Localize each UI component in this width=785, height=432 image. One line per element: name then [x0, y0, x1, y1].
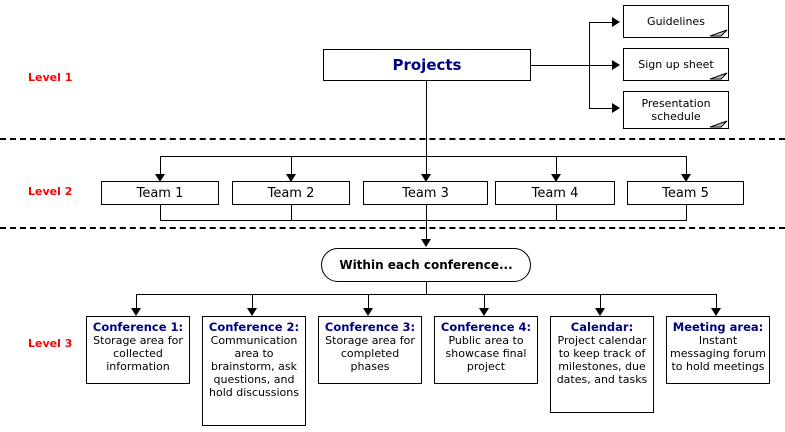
node-conference-4-desc: Public area to showcase final project	[445, 334, 527, 373]
connector-conferences-bus	[136, 294, 716, 295]
node-team-4[interactable]: Team 4	[495, 181, 615, 205]
document-guidelines-label: Guidelines	[647, 15, 705, 28]
node-team-1[interactable]: Team 1	[101, 181, 219, 205]
node-conference-4-title: Conference 4:	[440, 320, 532, 334]
node-team-2-label: Team 2	[267, 185, 315, 201]
document-guidelines-body: Guidelines	[623, 5, 729, 38]
separator-level1-level2	[0, 138, 785, 140]
arrow-conference-2	[247, 308, 257, 316]
arrow-meeting-area	[711, 308, 721, 316]
connector-drop-conference-4	[484, 294, 485, 310]
node-document-guidelines[interactable]: Guidelines	[623, 5, 729, 38]
node-within-each-conference-label: Within each conference...	[339, 258, 513, 272]
connector-drop-team-4	[556, 156, 557, 176]
connector-root-to-docs-trunk	[531, 65, 589, 66]
connector-to-guidelines	[589, 22, 613, 23]
connector-note-drop	[426, 282, 427, 295]
connector-drop-conference-3	[368, 294, 369, 310]
connector-teams-bus	[160, 156, 686, 157]
node-conference-2[interactable]: Conference 2: Communication area to brai…	[202, 316, 306, 426]
node-team-3[interactable]: Team 3	[363, 181, 488, 205]
arrow-to-signup	[612, 60, 620, 70]
node-calendar-title: Calendar:	[570, 320, 634, 334]
node-conference-3[interactable]: Conference 3: Storage area for completed…	[318, 316, 422, 384]
node-team-1-label: Team 1	[136, 185, 184, 201]
arrow-calendar	[595, 308, 605, 316]
separator-level2-level3	[0, 227, 785, 229]
connector-drop-meeting-area	[716, 294, 717, 310]
node-conference-1-title: Conference 1:	[92, 320, 184, 334]
node-team-2[interactable]: Team 2	[232, 181, 350, 205]
node-projects-label: Projects	[392, 56, 462, 74]
connector-riser-team-5	[686, 205, 687, 221]
node-conference-4[interactable]: Conference 4: Public area to showcase fi…	[434, 316, 538, 384]
node-team-4-label: Team 4	[531, 185, 579, 201]
node-conference-3-title: Conference 3:	[324, 320, 416, 334]
connector-to-signup	[589, 65, 613, 66]
node-calendar[interactable]: Calendar: Project calendar to keep track…	[550, 316, 654, 413]
document-signup-label: Sign up sheet	[638, 58, 714, 71]
arrow-conference-1	[131, 308, 141, 316]
connector-drop-calendar	[600, 294, 601, 310]
connector-drop-team-2	[291, 156, 292, 176]
connector-riser-team-2	[291, 205, 292, 221]
arrow-team-1	[155, 174, 165, 182]
arrow-team-3	[421, 174, 431, 182]
node-meeting-area-desc: Instant messaging forum to hold meetings	[670, 334, 766, 373]
node-within-each-conference[interactable]: Within each conference...	[321, 248, 531, 282]
node-meeting-area[interactable]: Meeting area: Instant messaging forum to…	[666, 316, 770, 384]
arrow-to-guidelines	[612, 17, 620, 27]
connector-drop-team-1	[160, 156, 161, 176]
node-meeting-area-title: Meeting area:	[672, 320, 764, 334]
node-conference-3-desc: Storage area for completed phases	[325, 334, 415, 373]
node-calendar-desc: Project calendar to keep track of milest…	[556, 334, 648, 386]
node-team-5[interactable]: Team 5	[627, 181, 744, 205]
node-projects[interactable]: Projects	[323, 49, 531, 81]
node-team-5-label: Team 5	[662, 185, 709, 201]
node-conference-2-desc: Communication area to brainstorm, ask qu…	[209, 334, 299, 399]
node-team-3-label: Team 3	[402, 185, 449, 201]
node-conference-1[interactable]: Conference 1: Storage area for collected…	[86, 316, 190, 384]
arrow-team-5	[681, 174, 691, 182]
connector-to-presentation	[589, 108, 613, 109]
connector-teams-merge-bus	[160, 220, 686, 221]
level-1-label: Level 1	[28, 71, 73, 84]
node-document-signup[interactable]: Sign up sheet	[623, 48, 729, 81]
node-conference-2-title: Conference 2:	[208, 320, 300, 334]
connector-riser-team-4	[556, 205, 557, 221]
connector-drop-team-3	[426, 156, 427, 176]
arrow-conference-3	[363, 308, 373, 316]
connector-drop-conference-2	[252, 294, 253, 310]
level-3-label: Level 3	[28, 337, 73, 350]
connector-root-drop	[426, 81, 427, 156]
connector-riser-team-1	[160, 205, 161, 221]
arrow-to-conference-note	[421, 239, 431, 247]
document-presentation-label: Presentation schedule	[641, 97, 711, 123]
document-presentation-body: Presentation schedule	[623, 91, 729, 129]
arrow-to-presentation	[612, 103, 620, 113]
connector-merge-drop	[426, 220, 427, 241]
arrow-team-2	[286, 174, 296, 182]
level-2-label: Level 2	[28, 185, 73, 198]
connector-drop-conference-1	[136, 294, 137, 310]
node-document-presentation[interactable]: Presentation schedule	[623, 91, 729, 129]
connector-drop-team-5	[686, 156, 687, 176]
node-conference-1-desc: Storage area for collected information	[93, 334, 183, 373]
document-signup-body: Sign up sheet	[623, 48, 729, 81]
arrow-team-4	[551, 174, 561, 182]
arrow-conference-4	[479, 308, 489, 316]
connector-riser-team-3	[426, 205, 427, 221]
